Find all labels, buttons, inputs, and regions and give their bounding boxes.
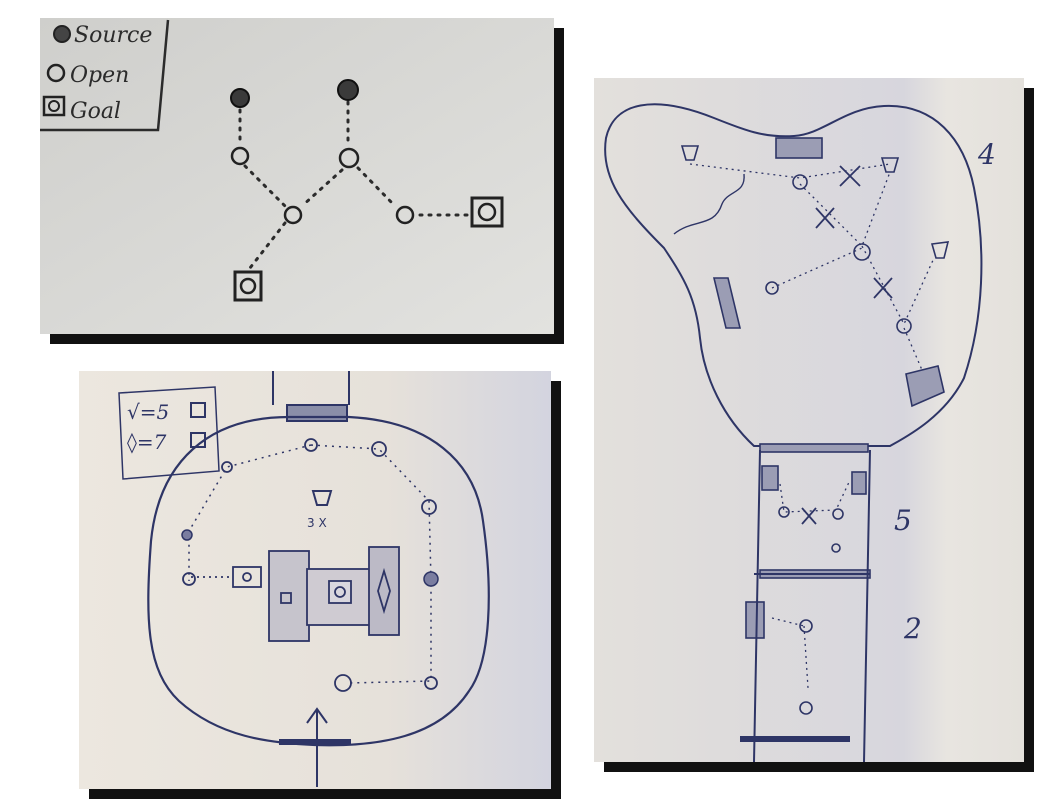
chamber-4-outline [604, 103, 983, 447]
section-5-label: 5 [894, 504, 912, 537]
source-icon [53, 25, 71, 43]
open-icon [46, 63, 66, 83]
paper-background [594, 78, 1024, 762]
patrol-path [188, 444, 432, 684]
cup-icon [311, 490, 333, 506]
bottom-sketch-photo: √=5 ◊=7 3 X [79, 371, 551, 789]
top-door [286, 404, 348, 422]
legend: √=5 ◊=7 [118, 386, 220, 480]
bottom-door [740, 736, 850, 742]
goal-node [470, 196, 504, 228]
source-node [230, 88, 250, 108]
path-nodes [182, 438, 438, 692]
corridor-walls [753, 449, 871, 762]
goal-icon [42, 95, 66, 117]
bottom-sketch-canvas: √=5 ◊=7 3 X [79, 371, 551, 789]
top-sketch-canvas: Source Open Goal [40, 18, 554, 334]
legend-goal-label: Goal [70, 99, 121, 124]
paper-background [40, 18, 554, 334]
source-node [337, 79, 359, 101]
section-4-label: 4 [977, 138, 996, 171]
open-node [283, 205, 303, 225]
room-outline [147, 415, 490, 747]
legend: Source Open Goal [42, 23, 152, 124]
open-node [395, 205, 415, 225]
legend-row-1: √=5 [127, 400, 169, 424]
inner-wall [673, 173, 745, 235]
open-node [338, 147, 360, 169]
source-node [181, 529, 193, 541]
legend-border [40, 19, 170, 132]
legend-open-label: Open [70, 63, 129, 88]
legend-source-label: Source [74, 23, 152, 48]
source-node [423, 571, 439, 587]
right-sketch-canvas: 4 5 2 [594, 78, 1024, 762]
right-sketch-photo: 4 5 2 [594, 78, 1024, 762]
route-nodes [765, 174, 912, 715]
legend-row-2: ◊=7 [127, 430, 167, 454]
goal-node [233, 270, 263, 302]
x-marks [801, 165, 893, 525]
section-2-label: 2 [903, 612, 922, 645]
route-lines [689, 163, 935, 689]
open-node [230, 146, 250, 166]
center-mark: 3 X [307, 516, 327, 530]
cup-icons [680, 145, 950, 259]
graph-edges [238, 100, 472, 270]
top-sketch-photo: Source Open Goal [40, 18, 554, 334]
central-structure [191, 546, 400, 642]
bottom-door [279, 739, 351, 745]
